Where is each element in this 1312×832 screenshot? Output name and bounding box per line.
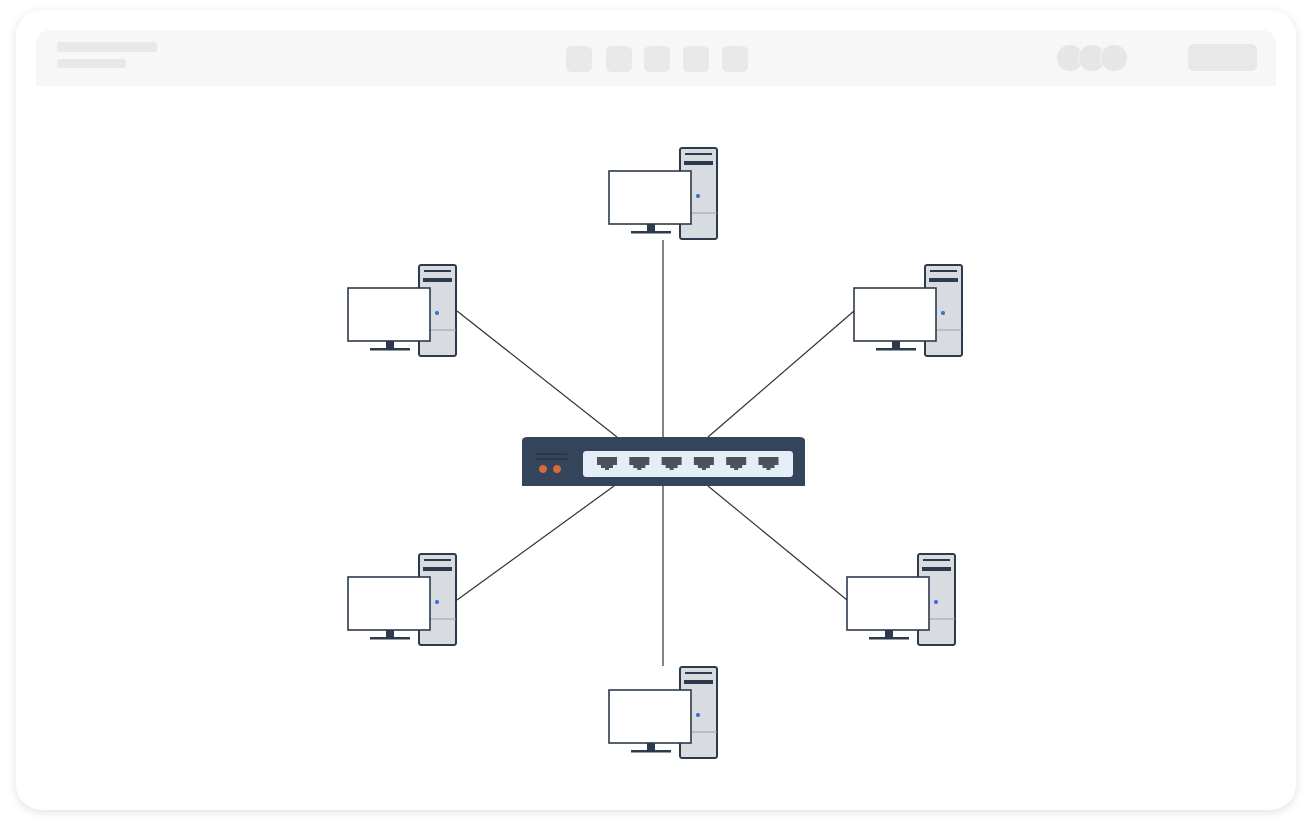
monitor-base [631,231,671,234]
monitor-neck [885,630,893,637]
toolbar-button[interactable] [683,46,709,72]
power-dot [696,713,700,717]
avatar[interactable] [1100,44,1128,72]
led-indicator [539,465,547,473]
power-dot [941,311,945,315]
subtitle-placeholder [57,59,126,68]
monitor-base [370,348,410,351]
monitor-neck [647,224,655,231]
monitor-neck [647,743,655,750]
computer-top [608,147,718,240]
drive-bay [423,278,452,282]
ethernet-port-icon [758,457,779,470]
ethernet-port-icon [693,457,714,470]
ethernet-port-icon [661,457,682,470]
monitor-base [631,750,671,753]
monitor-icon [853,287,937,342]
drive-bay [423,567,452,571]
monitor-icon [608,689,692,744]
power-dot [934,600,938,604]
monitor-neck [892,341,900,348]
monitor-base [876,348,916,351]
computer-lower-right [846,553,956,646]
computer-upper-left [347,264,457,357]
power-dot [435,600,439,604]
drive-bay [684,161,713,165]
monitor-icon [347,576,431,631]
monitor-icon [347,287,431,342]
link-upper-right [707,310,855,438]
toolbar-button[interactable] [566,46,592,72]
power-dot [435,311,439,315]
computer-lower-left [347,553,457,646]
monitor-neck [386,630,394,637]
monitor-neck [386,341,394,348]
monitor-icon [846,576,930,631]
link-lower-right [707,485,848,601]
ethernet-port-icon [629,457,650,470]
link-upper-left [456,310,618,438]
browser-window [16,10,1296,810]
monitor-base [869,637,909,640]
toolbar-button[interactable] [644,46,670,72]
led-indicator [553,465,561,473]
computer-upper-right [853,264,963,357]
drive-bay [929,278,958,282]
drive-bay [684,680,713,684]
monitor-base [370,637,410,640]
link-lower-left [456,485,615,601]
title-placeholder [57,42,157,52]
toolbar-button[interactable] [722,46,748,72]
monitor-icon [608,170,692,225]
toolbar-button[interactable] [606,46,632,72]
computer-bottom [608,666,718,759]
ethernet-port-icon [597,457,617,470]
action-button[interactable] [1188,44,1257,71]
network-switch-icon [522,437,805,486]
drive-bay [922,567,951,571]
power-dot [696,194,700,198]
ethernet-port-icon [726,457,747,470]
